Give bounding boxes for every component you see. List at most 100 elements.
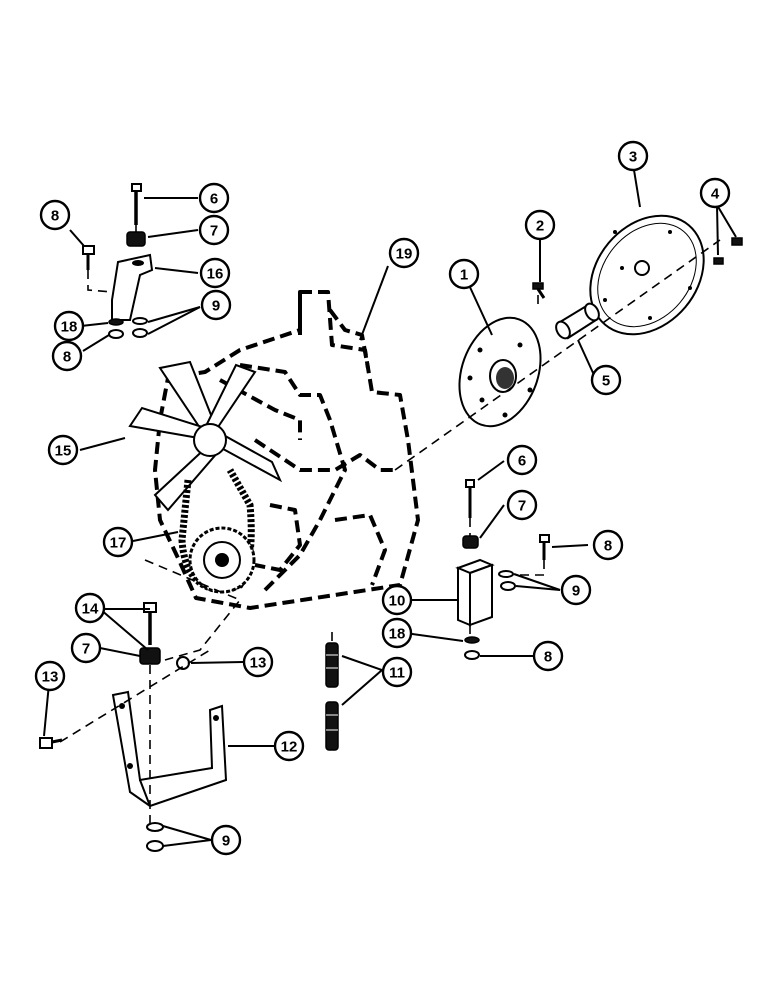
callout-circle [198, 214, 230, 246]
callout-c7b: 7 [506, 489, 538, 521]
callout-number: 7 [210, 223, 218, 240]
callout-number: 12 [281, 739, 298, 756]
callout-circle [53, 310, 85, 342]
callout-c10: 10 [381, 584, 413, 616]
callout-group: 1234566777888899910111213131415161718181… [34, 140, 731, 856]
lower-mount-bracket [39, 602, 228, 852]
callout-number: 6 [210, 191, 218, 208]
bolts-4 [713, 237, 743, 265]
callout-number: 19 [396, 246, 413, 263]
callout-number: 13 [42, 669, 59, 686]
callout-circle [242, 646, 274, 678]
callout-number: 8 [51, 208, 59, 225]
callout-circle [273, 730, 305, 762]
engine-phantom-outline [153, 290, 420, 610]
callout-c8a: 8 [39, 199, 71, 231]
callout-circle [506, 489, 538, 521]
crankshaft-pulley [188, 526, 256, 594]
callout-circle [448, 258, 480, 290]
callout-circle [532, 640, 564, 672]
callout-number: 7 [82, 641, 90, 658]
callout-circle [200, 289, 232, 321]
callout-c2: 2 [524, 209, 556, 241]
bolt-2 [532, 282, 546, 299]
callout-circle [34, 660, 66, 692]
callout-circle [210, 824, 242, 856]
callout-number: 17 [110, 535, 127, 552]
callout-circle [590, 364, 622, 396]
callout-c6b: 6 [506, 444, 538, 476]
callout-number: 13 [250, 655, 267, 672]
callout-c9b: 9 [560, 574, 592, 606]
callout-number: 15 [55, 443, 72, 460]
alignment-lines [59, 225, 721, 828]
callout-c5: 5 [590, 364, 622, 396]
callout-circle [524, 209, 556, 241]
callout-circle [74, 592, 106, 624]
callout-circle [70, 632, 102, 664]
callout-number: 16 [207, 266, 224, 283]
callout-c9a: 9 [200, 289, 232, 321]
callout-circle [699, 177, 731, 209]
fan-blades [128, 360, 283, 512]
callout-c7a: 7 [198, 214, 230, 246]
callout-c16: 16 [199, 257, 231, 289]
callout-circle [198, 182, 230, 214]
callout-c7c: 7 [70, 632, 102, 664]
callout-c1: 1 [448, 258, 480, 290]
callout-number: 4 [711, 186, 720, 203]
callout-c8b: 8 [51, 340, 83, 372]
callout-circle [381, 617, 413, 649]
callout-c15: 15 [47, 434, 79, 466]
callout-c8c: 8 [592, 529, 624, 561]
mount-block [455, 479, 550, 660]
leader-lines [43, 169, 737, 847]
callout-circle [51, 340, 83, 372]
callout-circle [617, 140, 649, 172]
spacers [325, 642, 339, 751]
callout-c18b: 18 [381, 617, 413, 649]
callout-c6a: 6 [198, 182, 230, 214]
callout-c17: 17 [102, 526, 134, 558]
callout-number: 18 [61, 319, 78, 336]
callout-c11: 11 [381, 656, 413, 688]
callout-c3: 3 [617, 140, 649, 172]
callout-number: 8 [63, 349, 71, 366]
callout-number: 10 [389, 593, 406, 610]
upper-mount-bracket [82, 183, 154, 339]
callout-number: 8 [604, 538, 612, 555]
callout-number: 9 [572, 583, 580, 600]
callout-number: 14 [82, 601, 99, 618]
callout-circle [102, 526, 134, 558]
callout-number: 7 [518, 498, 526, 515]
callout-c8d: 8 [532, 640, 564, 672]
callout-c4: 4 [699, 177, 731, 209]
callout-number: 9 [222, 833, 230, 850]
flywheel-plate [589, 214, 705, 336]
callout-c13a: 13 [242, 646, 274, 678]
callout-circle [506, 444, 538, 476]
callout-number: 5 [602, 373, 610, 390]
callout-number: 3 [629, 149, 637, 166]
callout-c9c: 9 [210, 824, 242, 856]
callout-number: 8 [544, 649, 552, 666]
callout-c12: 12 [273, 730, 305, 762]
callout-circle [560, 574, 592, 606]
callout-number: 2 [536, 218, 544, 235]
drive-plate [458, 316, 542, 428]
callout-circle [388, 237, 420, 269]
callout-c14: 14 [74, 592, 106, 624]
callout-circle [381, 584, 413, 616]
callout-c18a: 18 [53, 310, 85, 342]
callout-number: 18 [389, 626, 406, 643]
callout-number: 11 [389, 665, 405, 682]
callout-circle [381, 656, 413, 688]
callout-circle [47, 434, 79, 466]
callout-number: 1 [460, 267, 468, 284]
callout-c13b: 13 [34, 660, 66, 692]
callout-circle [592, 529, 624, 561]
splined-coupling [555, 302, 600, 340]
callout-number: 9 [212, 298, 220, 315]
callout-circle [199, 257, 231, 289]
